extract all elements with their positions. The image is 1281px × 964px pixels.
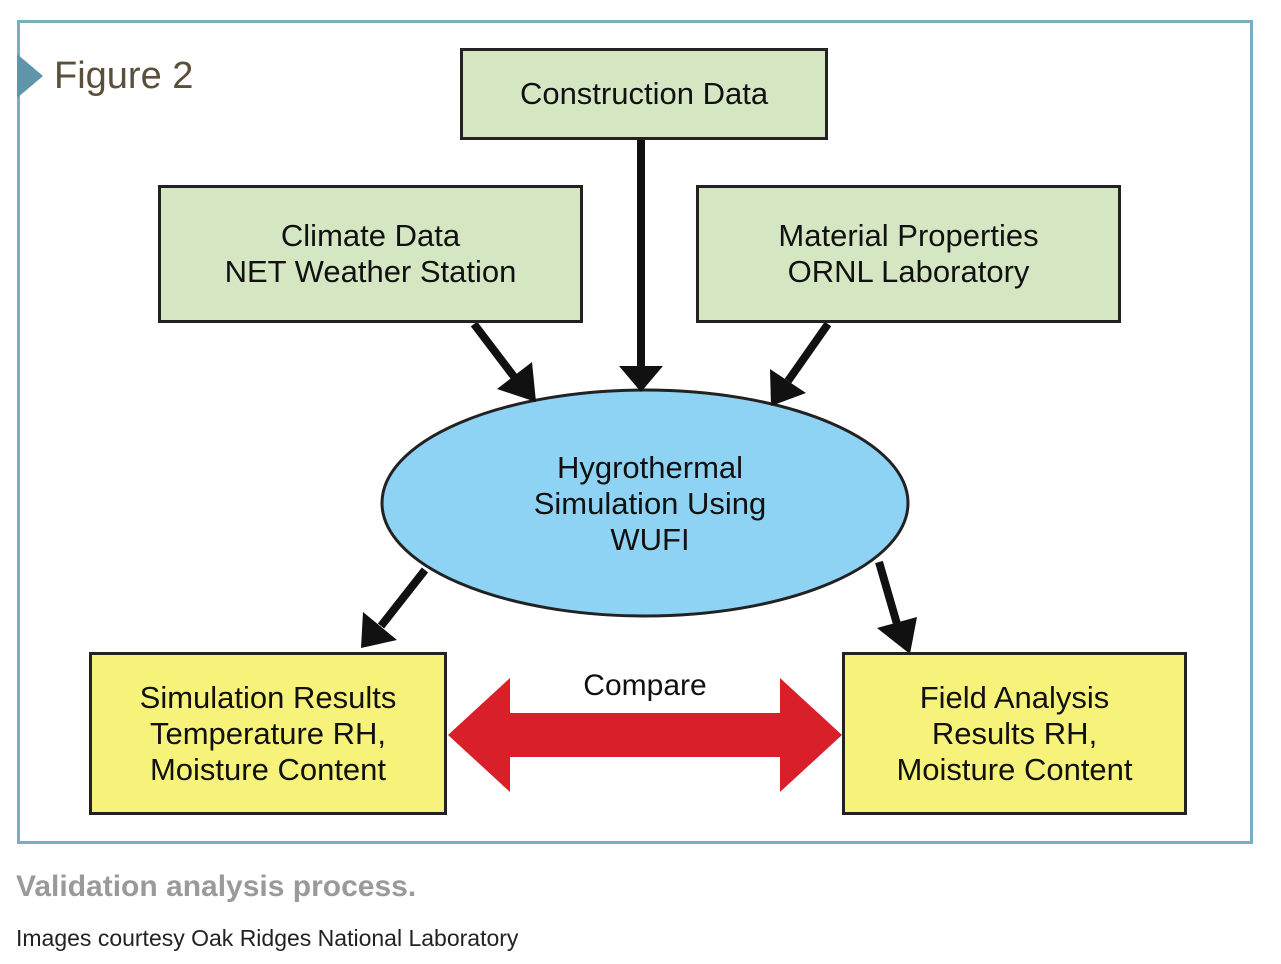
- simulation-results-box: Simulation Results Temperature RH, Moist…: [89, 652, 447, 815]
- simulation-text: Hygrothermal Simulation Using WUFI: [420, 450, 880, 558]
- sim-results-line-3: Moisture Content: [149, 751, 387, 787]
- arrow-simulation-to-field-results: [875, 560, 917, 654]
- material-properties-box: Material Properties ORNL Laboratory: [696, 185, 1121, 323]
- arrow-construction-to-simulation: [619, 139, 663, 392]
- field-results-line-2: Results RH,: [931, 715, 1098, 751]
- simulation-line-2: Simulation Using: [533, 486, 767, 521]
- material-properties-source: ORNL Laboratory: [787, 254, 1030, 289]
- sim-results-line-2: Temperature RH,: [149, 715, 387, 751]
- construction-data-label: Construction Data: [519, 76, 769, 111]
- figure-frame: [17, 20, 1253, 844]
- arrow-material-to-simulation: [770, 321, 832, 406]
- figure-marker-icon: [17, 54, 43, 98]
- arrow-climate-to-simulation: [470, 321, 536, 402]
- simulation-ellipse: [380, 388, 910, 618]
- sim-results-line-1: Simulation Results: [139, 679, 397, 715]
- compare-double-arrow: [448, 678, 842, 792]
- climate-data-box: Climate Data NET Weather Station: [158, 185, 583, 323]
- climate-data-label: Climate Data: [280, 218, 461, 253]
- field-analysis-box: Field Analysis Results RH, Moisture Cont…: [842, 652, 1187, 815]
- compare-label: Compare: [583, 669, 707, 702]
- field-results-line-1: Field Analysis: [919, 679, 1110, 715]
- climate-data-source: NET Weather Station: [224, 254, 517, 289]
- image-credit: Images courtesy Oak Ridges National Labo…: [16, 925, 519, 951]
- construction-data-box: Construction Data: [460, 48, 828, 140]
- material-properties-label: Material Properties: [778, 218, 1039, 253]
- simulation-line-3: WUFI: [610, 522, 690, 557]
- figure-label: Figure 2: [54, 55, 194, 97]
- simulation-line-1: Hygrothermal: [556, 450, 744, 485]
- field-results-line-3: Moisture Content: [896, 751, 1133, 787]
- figure-caption: Validation analysis process.: [16, 870, 417, 903]
- arrow-simulation-to-sim-results: [361, 567, 429, 648]
